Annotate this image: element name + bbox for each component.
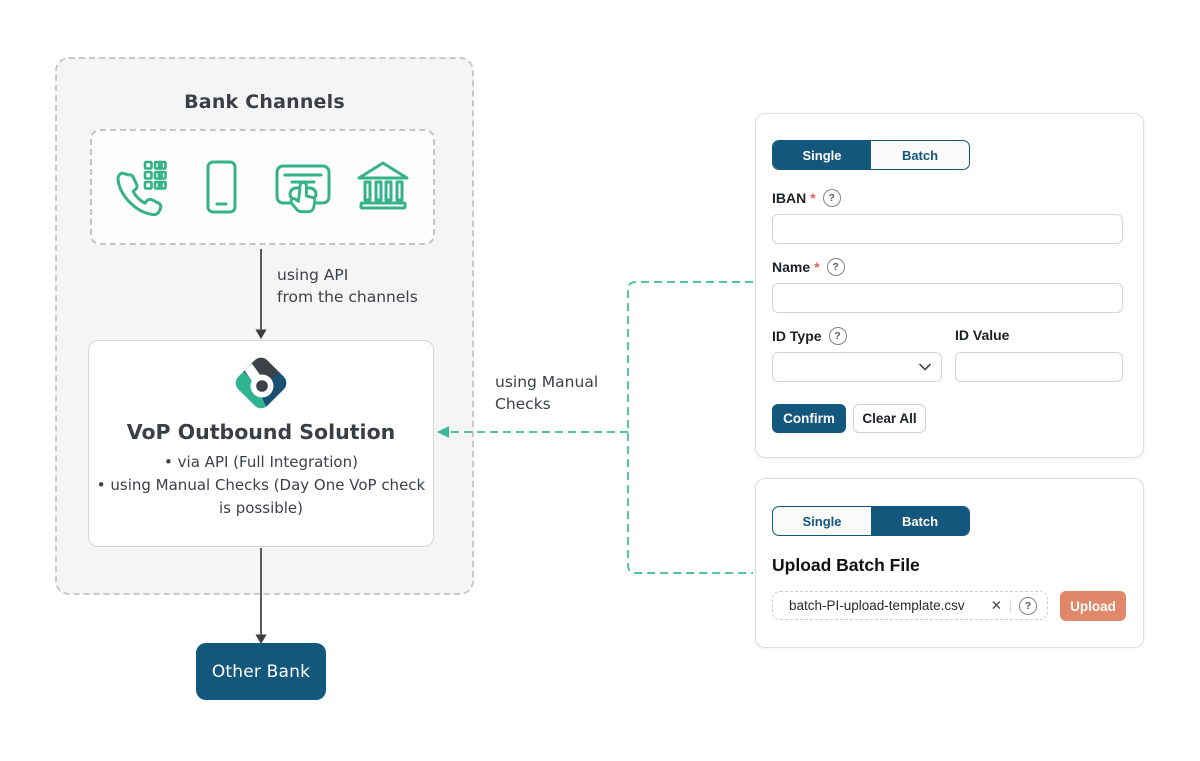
tab-batch[interactable]: Batch bbox=[871, 507, 969, 535]
required-asterisk: * bbox=[814, 259, 820, 275]
help-icon[interactable]: ? bbox=[828, 327, 847, 345]
iban-label: IBAN bbox=[772, 190, 807, 206]
b-diamond-logo-icon bbox=[232, 354, 290, 412]
tab-batch[interactable]: Batch bbox=[901, 147, 939, 163]
batch-upload-panel: Single Batch Upload Batch File batch-PI-… bbox=[755, 478, 1144, 648]
name-input[interactable] bbox=[772, 283, 1123, 313]
manual-checks-dashed-connector bbox=[448, 281, 753, 574]
name-label: Name bbox=[772, 259, 811, 275]
chevron-down-icon bbox=[919, 363, 931, 371]
other-bank-label: Other Bank bbox=[211, 661, 311, 682]
id-value-label: ID Value bbox=[955, 327, 1010, 343]
other-bank-node: Other Bank bbox=[196, 643, 326, 700]
smartphone-icon bbox=[206, 160, 237, 214]
tab-single[interactable]: Single bbox=[802, 513, 842, 529]
id-type-select[interactable] bbox=[772, 352, 942, 382]
id-type-label: ID Type bbox=[772, 328, 822, 344]
single-check-panel: Single Batch IBAN * ? Name * ? ID Type ?… bbox=[755, 113, 1144, 458]
id-type-label-row: ID Type ? bbox=[772, 327, 847, 345]
batch-file-field[interactable]: batch-PI-upload-template.csv ✕ ? bbox=[772, 591, 1048, 620]
upload-batch-file-heading: Upload Batch File bbox=[772, 555, 920, 575]
bank-icon bbox=[357, 161, 409, 210]
single-batch-tabs: Single Batch bbox=[772, 140, 970, 170]
iban-input[interactable] bbox=[772, 214, 1123, 244]
clear-file-icon[interactable]: ✕ bbox=[990, 597, 1002, 613]
clear-all-button[interactable]: Clear All bbox=[853, 404, 926, 433]
phone-keypad-icon bbox=[116, 160, 167, 217]
api-arrow-label: using API from the channels bbox=[277, 266, 418, 306]
card-tap-icon bbox=[275, 164, 331, 214]
channel-icons-box bbox=[90, 129, 435, 245]
confirm-button[interactable]: Confirm bbox=[772, 404, 846, 433]
batch-file-name: batch-PI-upload-template.csv bbox=[789, 598, 965, 613]
name-label-row: Name * ? bbox=[772, 258, 845, 276]
vop-bullet: via API (Full Integration) bbox=[95, 451, 427, 474]
help-icon[interactable]: ? bbox=[822, 189, 841, 207]
id-value-input[interactable] bbox=[955, 352, 1123, 382]
single-batch-tabs: Single Batch bbox=[772, 506, 970, 536]
tab-single[interactable]: Single bbox=[773, 141, 871, 169]
help-icon[interactable]: ? bbox=[826, 258, 845, 276]
help-icon[interactable]: ? bbox=[1019, 596, 1037, 615]
iban-label-row: IBAN * ? bbox=[772, 189, 841, 207]
vop-bullet: using Manual Checks (Day One VoP check i… bbox=[95, 474, 427, 520]
manual-checks-arrow-label: using Manual Checks bbox=[495, 373, 599, 413]
bank-channels-title: Bank Channels bbox=[184, 91, 345, 113]
divider bbox=[1010, 598, 1011, 613]
upload-button[interactable]: Upload bbox=[1060, 591, 1126, 621]
vop-outbound-solution-box: VoP Outbound Solution via API (Full Inte… bbox=[88, 340, 434, 547]
vop-bullet-list: via API (Full Integration) using Manual … bbox=[95, 451, 427, 520]
required-asterisk: * bbox=[810, 190, 816, 206]
id-value-label-row: ID Value bbox=[955, 327, 1009, 343]
vop-box-title: VoP Outbound Solution bbox=[126, 420, 396, 444]
